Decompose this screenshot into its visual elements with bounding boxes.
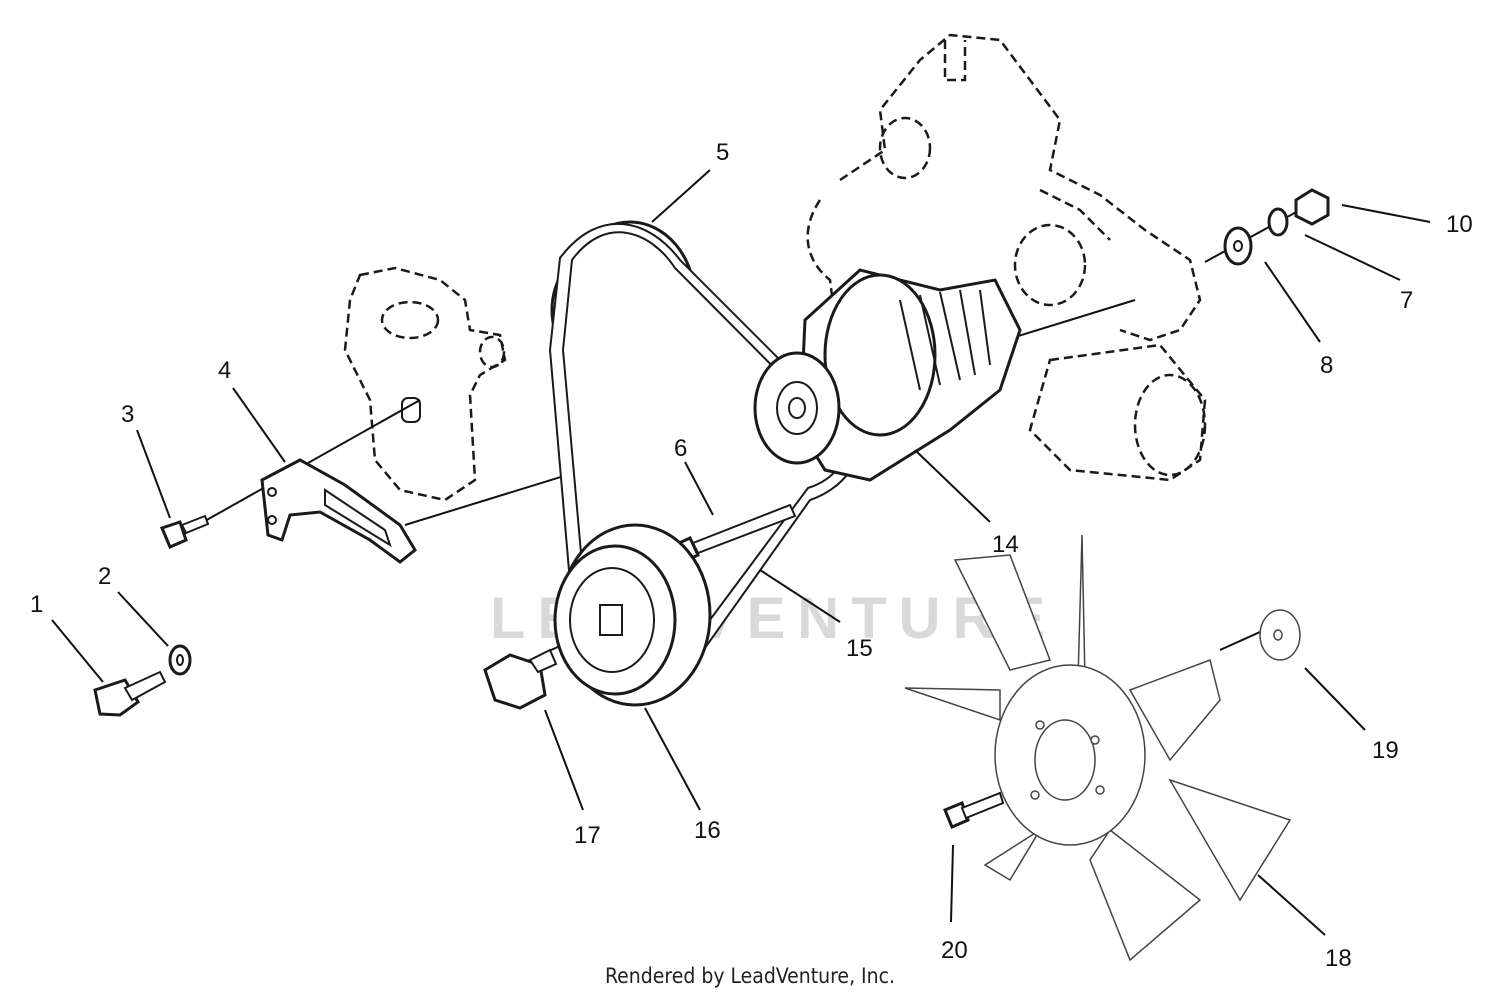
- callout-5: 5: [716, 139, 729, 166]
- callout-10: 10: [1446, 211, 1473, 238]
- callout-14: 14: [992, 531, 1019, 558]
- leader-lines: [51, 169, 1431, 936]
- callout-17: 17: [574, 822, 601, 849]
- callout-3: 3: [121, 401, 134, 428]
- crankshaft-pulley-16: [553, 523, 712, 707]
- callout-4: 4: [218, 357, 231, 384]
- nut-10: [1294, 188, 1330, 226]
- bolt-17: [483, 648, 558, 710]
- callout-labels: 1 2 3 4 5 6 7 8 10 14 15 16 17 18 19 20: [30, 139, 1473, 972]
- footer-credit: Rendered by LeadVenture, Inc.: [605, 964, 895, 988]
- callout-6: 6: [674, 435, 687, 462]
- callout-2: 2: [98, 563, 111, 590]
- callout-15: 15: [846, 635, 873, 662]
- bolt-1: [93, 670, 167, 717]
- bolt-20: [943, 791, 1005, 829]
- spacer-19: [1259, 609, 1301, 661]
- bolt-3: [159, 514, 210, 549]
- callout-20: 20: [941, 937, 968, 964]
- callout-8: 8: [1320, 352, 1333, 379]
- lock-washer-7: [1267, 207, 1289, 237]
- oil-filter: [1028, 343, 1207, 482]
- washer-8: [1223, 226, 1253, 266]
- engine-front-cover: [806, 33, 1202, 342]
- cooling-fan-18: [904, 534, 1292, 962]
- callout-7: 7: [1400, 287, 1413, 314]
- thermostat-housing: [343, 266, 507, 502]
- washer-2: [168, 644, 192, 676]
- callout-1: 1: [30, 591, 43, 618]
- alternator-14: [753, 268, 1022, 482]
- adjusting-bracket-4: [260, 458, 417, 564]
- callout-19: 19: [1372, 737, 1399, 764]
- callout-16: 16: [694, 817, 721, 844]
- callout-18: 18: [1325, 945, 1352, 972]
